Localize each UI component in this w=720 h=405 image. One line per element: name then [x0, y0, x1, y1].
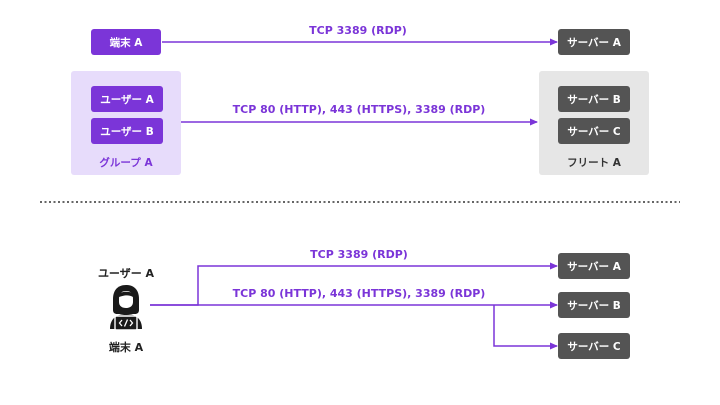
terminal-a-node: 端末 A: [91, 29, 161, 55]
user-a-label: ユーザー A: [97, 267, 155, 280]
user-a-node: ユーザー A: [91, 86, 163, 112]
code-icon: [118, 319, 134, 327]
server-c-node: サーバー C: [558, 118, 630, 144]
edge-branch-to-server-c: [493, 305, 558, 350]
bottom-server-b-node: サーバー B: [558, 292, 630, 318]
server-b-node: サーバー B: [558, 86, 630, 112]
group-a-label: グループ A: [99, 157, 153, 169]
edge-label-rdp: TCP 3389 (RDP): [309, 24, 407, 37]
server-a-node: サーバー A: [558, 29, 630, 55]
user-laptop-icon: [110, 285, 142, 331]
bottom-server-a-node: サーバー A: [558, 253, 630, 279]
fleet-a-label: フリート A: [567, 157, 621, 169]
edge-label-bottom-rdp: TCP 3389 (RDP): [310, 248, 408, 261]
terminal-a-label: 端末 A: [108, 341, 144, 354]
user-b-node: ユーザー B: [91, 118, 163, 144]
edge-label-multi: TCP 80 (HTTP), 443 (HTTPS), 3389 (RDP): [232, 103, 486, 116]
edge-label-bottom-multi: TCP 80 (HTTP), 443 (HTTPS), 3389 (RDP): [232, 287, 486, 300]
bottom-server-c-node: サーバー C: [558, 333, 630, 359]
